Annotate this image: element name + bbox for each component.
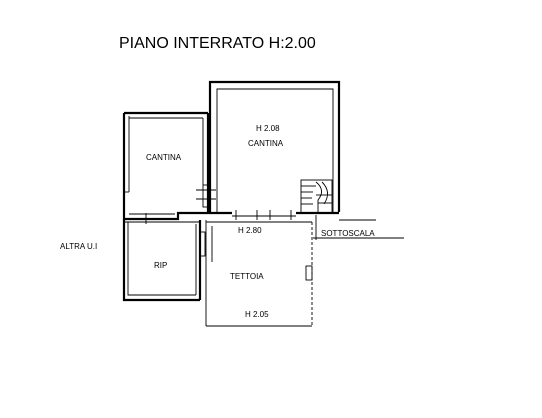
label-rip: RIP	[154, 261, 167, 270]
label-cantina-left: CANTINA	[146, 153, 182, 162]
tettoia-outline	[205, 220, 313, 327]
label-cantina-main: CANTINA	[248, 139, 284, 148]
label-cantina-main-height: H 2.08	[256, 124, 280, 133]
staircase	[300, 179, 333, 214]
label-sottoscala: SOTTOSCALA	[321, 229, 375, 238]
label-tettoia: TETTOIA	[230, 272, 264, 281]
label-altra-ui: ALTRA U.I	[60, 242, 97, 251]
door-marks	[145, 210, 292, 224]
main-cantina-walls	[208, 80, 341, 217]
label-height-205: H 2.05	[245, 310, 269, 319]
plan-title: PIANO INTERRATO H:2.00	[119, 35, 316, 52]
sottoscala-marker	[313, 215, 404, 240]
rip-walls	[122, 219, 206, 302]
left-cantina-walls	[122, 111, 216, 221]
label-height-280: H 2.80	[238, 226, 262, 235]
